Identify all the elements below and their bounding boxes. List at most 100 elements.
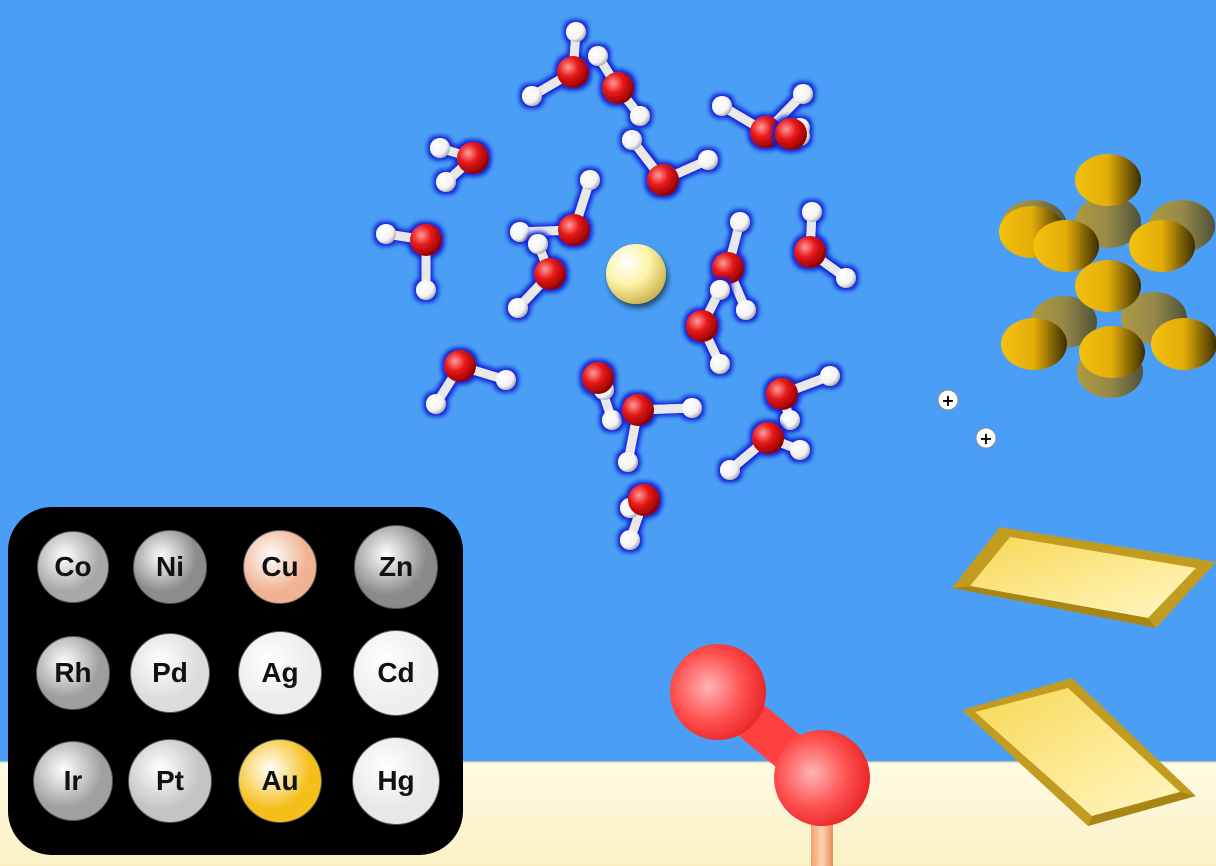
hydrogen-atom <box>730 212 750 232</box>
oxygen-atom <box>444 350 476 382</box>
element-button-ir[interactable]: Ir <box>33 741 113 821</box>
water-molecule <box>582 362 622 430</box>
oxygen-atom <box>557 56 589 88</box>
oxygen-atom <box>686 310 718 342</box>
element-symbol: Cu <box>261 551 299 582</box>
element-symbol: Hg <box>377 765 415 796</box>
water-molecule <box>618 394 702 472</box>
water-molecule <box>430 138 489 192</box>
element-symbol: Pt <box>156 765 184 796</box>
oxygen-atom <box>457 142 489 174</box>
hydrogen-atom <box>618 452 638 472</box>
hydrogen-atom <box>620 530 640 550</box>
element-button-pt[interactable]: Pt <box>128 739 212 823</box>
oxygen-atom <box>750 116 782 148</box>
gold-atom <box>1129 220 1195 272</box>
hydrogen-atom <box>496 370 516 390</box>
hydrogen-atom <box>736 300 756 320</box>
water-molecule <box>426 350 516 414</box>
oxygen-atom <box>628 484 660 516</box>
oxygen-atom <box>647 164 679 196</box>
probe-atom <box>670 644 766 740</box>
oxygen-atom <box>534 258 566 290</box>
element-symbol: Ni <box>156 551 184 582</box>
element-button-cd[interactable]: Cd <box>353 630 439 716</box>
hydrogen-atom <box>566 22 586 42</box>
oxygen-atom <box>794 236 826 268</box>
element-symbol: Zn <box>378 551 414 582</box>
water-molecules <box>376 22 856 550</box>
hydrogen-atom <box>780 410 800 430</box>
hydrogen-atom <box>682 398 702 418</box>
hydrogen-atom <box>820 366 840 386</box>
element-button-ag[interactable]: Ag <box>238 631 322 715</box>
element-button-pd[interactable]: Pd <box>130 633 210 713</box>
element-button-au[interactable]: Au <box>238 739 322 823</box>
water-molecule <box>588 46 650 126</box>
oxygen-atom <box>712 252 744 284</box>
element-button-co[interactable]: Co <box>37 531 109 603</box>
oxygen-atom <box>766 378 798 410</box>
oxygen-atom <box>622 394 654 426</box>
hydrogen-atom <box>836 268 856 288</box>
element-button-zn[interactable]: Zn <box>354 525 438 609</box>
hydrogen-atom <box>426 394 446 414</box>
gold-plate <box>962 678 1196 826</box>
hydrogen-atom <box>376 224 396 244</box>
water-molecule <box>510 170 600 246</box>
hydrogen-atom <box>436 172 456 192</box>
element-button-rh[interactable]: Rh <box>36 636 110 710</box>
hydrogen-atom <box>528 234 548 254</box>
element-symbol: Ir <box>63 765 83 796</box>
water-molecule <box>522 22 589 106</box>
element-symbol: Au <box>261 765 299 796</box>
water-molecule <box>508 234 566 318</box>
hydrogen-atom <box>802 202 822 222</box>
probe-atom <box>774 730 870 826</box>
water-molecule <box>620 484 660 550</box>
gold-cluster <box>999 154 1216 398</box>
charge-marker: + <box>937 389 959 411</box>
element-symbol: Rh <box>54 657 92 688</box>
hydrogen-atom <box>602 410 622 430</box>
hydrogen-atom <box>720 460 740 480</box>
element-button-ni[interactable]: Ni <box>133 530 207 604</box>
water-molecule <box>720 422 810 480</box>
water-molecule <box>712 212 756 320</box>
hydrogen-atom <box>622 130 642 150</box>
hydrogen-atom <box>522 86 542 106</box>
water-molecule <box>622 130 718 196</box>
oxygen-atom <box>582 362 614 394</box>
oxygen-atom <box>558 214 590 246</box>
element-symbol: Cd <box>377 657 415 688</box>
water-molecule <box>775 118 810 150</box>
charge-marker: + <box>975 427 997 449</box>
water-molecule <box>376 224 442 300</box>
hydrogen-atom <box>630 106 650 126</box>
hydrogen-atom <box>580 170 600 190</box>
hydrogen-atom <box>430 138 450 158</box>
water-molecule <box>766 366 840 430</box>
water-molecule <box>712 84 813 148</box>
gold-atom <box>1079 326 1145 378</box>
charge-label: + <box>941 391 954 410</box>
gold-atom <box>1151 318 1216 370</box>
oxygen-atom <box>775 118 807 150</box>
gold-plate <box>952 527 1216 628</box>
element-button-hg[interactable]: Hg <box>352 737 440 825</box>
charge-label: + <box>979 429 992 448</box>
hydrogen-atom <box>508 298 528 318</box>
hydrogen-atom <box>710 280 730 300</box>
element-symbol: Co <box>54 551 92 582</box>
element-button-cu[interactable]: Cu <box>243 530 317 604</box>
element-symbol: Pd <box>152 657 188 688</box>
oxygen-atom <box>752 422 784 454</box>
hydrogen-atom <box>793 84 813 104</box>
hydrogen-atom <box>710 354 730 374</box>
gold-atom <box>1075 260 1141 312</box>
oxygen-atom <box>410 224 442 256</box>
hydrogen-atom <box>416 280 436 300</box>
central-ion <box>606 244 666 304</box>
